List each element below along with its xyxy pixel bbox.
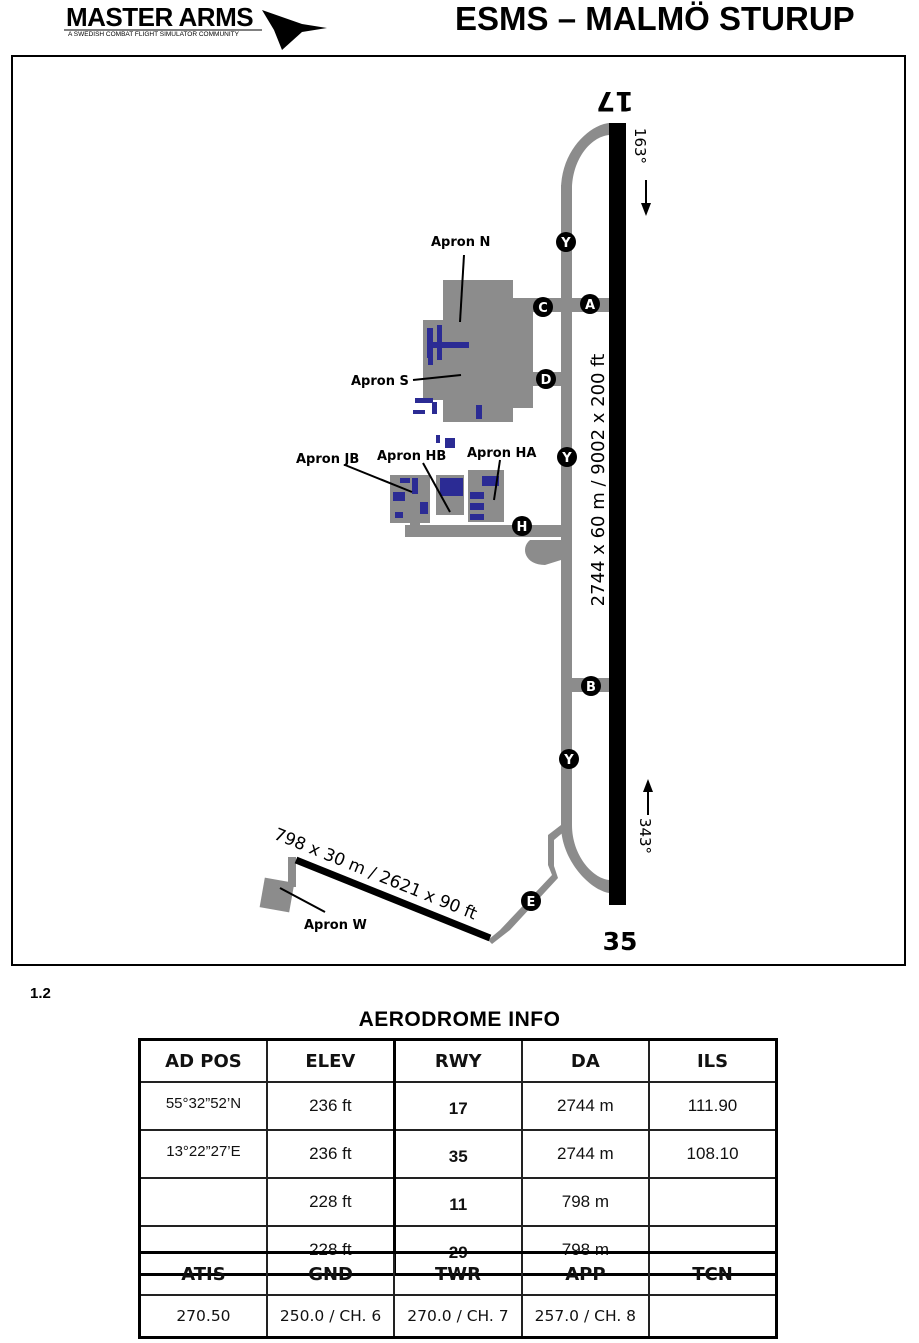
header-ils: ILS bbox=[648, 1038, 778, 1083]
aerodrome-info-table: AD POS ELEV RWY DA ILS 55°32”52’N 236 ft… bbox=[138, 1038, 778, 1276]
table-row: 13°22”27’E 236 ft 35 2744 m 108.10 bbox=[138, 1129, 778, 1179]
cell-app: 257.0 / CH. 8 bbox=[520, 1294, 651, 1339]
cell-ils: 108.10 bbox=[648, 1129, 778, 1179]
apron-n-label: Apron N bbox=[431, 235, 490, 250]
cell-elev: 236 ft bbox=[265, 1129, 396, 1179]
runway-11-29 bbox=[294, 856, 492, 942]
cell-ils bbox=[648, 1177, 778, 1227]
taxiway-marker-a: A bbox=[580, 294, 600, 314]
header-app: APP bbox=[520, 1251, 651, 1296]
aerodrome-map: 17 35 163° 343° 2744 x 60 m / 9002 x 200… bbox=[11, 55, 906, 966]
apron-jb-label: Apron JB bbox=[296, 452, 359, 467]
svg-text:A: A bbox=[585, 298, 595, 313]
table-row: 228 ft 11 798 m bbox=[138, 1177, 778, 1227]
buildings bbox=[393, 325, 499, 520]
taxiway-marker-c: C bbox=[533, 297, 553, 317]
cell-ad-pos: 13°22”27’E bbox=[138, 1129, 268, 1179]
cell-tcn bbox=[648, 1294, 778, 1339]
cell-da: 2744 m bbox=[520, 1081, 651, 1131]
runway-end-17: 17 bbox=[596, 85, 634, 116]
aerodrome-info-title: AERODROME INFO bbox=[358, 1008, 561, 1031]
logo-title: MASTER ARMS bbox=[66, 2, 254, 32]
cell-da: 2744 m bbox=[520, 1129, 651, 1179]
frequency-table: ATIS GND TWR APP TCN 270.50 250.0 / CH. … bbox=[138, 1251, 778, 1339]
heading-343: 343° bbox=[636, 818, 654, 854]
header-atis: ATIS bbox=[138, 1251, 268, 1296]
cell-elev: 228 ft bbox=[265, 1177, 396, 1227]
header-gnd: GND bbox=[265, 1251, 396, 1296]
header-rwy: RWY bbox=[392, 1038, 523, 1083]
runway-17-35 bbox=[609, 123, 626, 905]
cell-gnd: 250.0 / CH. 6 bbox=[265, 1294, 396, 1339]
cell-ad-pos: 55°32”52’N bbox=[138, 1081, 268, 1131]
cell-rwy: 17 bbox=[392, 1081, 523, 1131]
apron-hb-label: Apron HB bbox=[377, 449, 446, 464]
svg-text:E: E bbox=[527, 895, 536, 910]
svg-text:B: B bbox=[586, 680, 596, 695]
jet-icon bbox=[262, 10, 327, 50]
cell-ils: 111.90 bbox=[648, 1081, 778, 1131]
apron-s-label: Apron S bbox=[351, 374, 409, 389]
header-twr: TWR bbox=[393, 1251, 523, 1296]
page-title: ESMS – MALMÖ STURUP bbox=[455, 0, 855, 37]
table-row: 270.50 250.0 / CH. 6 270.0 / CH. 7 257.0… bbox=[138, 1294, 778, 1339]
header-tcn: TCN bbox=[648, 1251, 778, 1296]
svg-text:Y: Y bbox=[561, 451, 572, 466]
cell-elev: 236 ft bbox=[265, 1081, 396, 1131]
master-arms-logo bbox=[64, 10, 327, 50]
cell-atis: 270.50 bbox=[138, 1294, 268, 1339]
heading-163: 163° bbox=[631, 128, 649, 164]
arrow-down-icon bbox=[641, 180, 651, 216]
taxiway-marker-b: B bbox=[581, 676, 601, 696]
taxiway-marker-e: E bbox=[521, 891, 541, 911]
table-header-row: AD POS ELEV RWY DA ILS bbox=[138, 1038, 778, 1083]
taxiway-marker-y: Y bbox=[556, 232, 576, 252]
taxiway-marker-y: Y bbox=[557, 447, 577, 467]
svg-text:H: H bbox=[517, 520, 528, 535]
apron-w-label: Apron W bbox=[304, 918, 367, 933]
taxiway-marker-h: H bbox=[512, 516, 532, 536]
cell-ad-pos bbox=[138, 1177, 268, 1227]
page-number: 1.2 bbox=[30, 985, 51, 1002]
arrow-up-icon bbox=[643, 779, 653, 815]
header-ad-pos: AD POS bbox=[138, 1038, 268, 1083]
cell-twr: 270.0 / CH. 7 bbox=[393, 1294, 523, 1339]
cell-rwy: 11 bbox=[392, 1177, 523, 1227]
runway-main-dimensions: 2744 x 60 m / 9002 x 200 ft bbox=[588, 354, 609, 607]
header-elev: ELEV bbox=[265, 1038, 396, 1083]
header-da: DA bbox=[520, 1038, 651, 1083]
svg-text:D: D bbox=[541, 373, 552, 388]
table-row: 55°32”52’N 236 ft 17 2744 m 111.90 bbox=[138, 1081, 778, 1131]
taxiway-marker-d: D bbox=[536, 369, 556, 389]
apron-ha-label: Apron HA bbox=[467, 446, 536, 461]
svg-text:C: C bbox=[538, 301, 548, 316]
logo-subtitle: A SWEDISH COMBAT FLIGHT SIMULATOR COMMUN… bbox=[68, 31, 239, 38]
svg-text:Y: Y bbox=[560, 236, 571, 251]
table-header-row: ATIS GND TWR APP TCN bbox=[138, 1251, 778, 1296]
runway-end-35: 35 bbox=[603, 927, 638, 956]
taxiway-marker-y: Y bbox=[559, 749, 579, 769]
cell-da: 798 m bbox=[520, 1177, 651, 1227]
svg-text:Y: Y bbox=[563, 753, 574, 768]
cell-rwy: 35 bbox=[392, 1129, 523, 1179]
